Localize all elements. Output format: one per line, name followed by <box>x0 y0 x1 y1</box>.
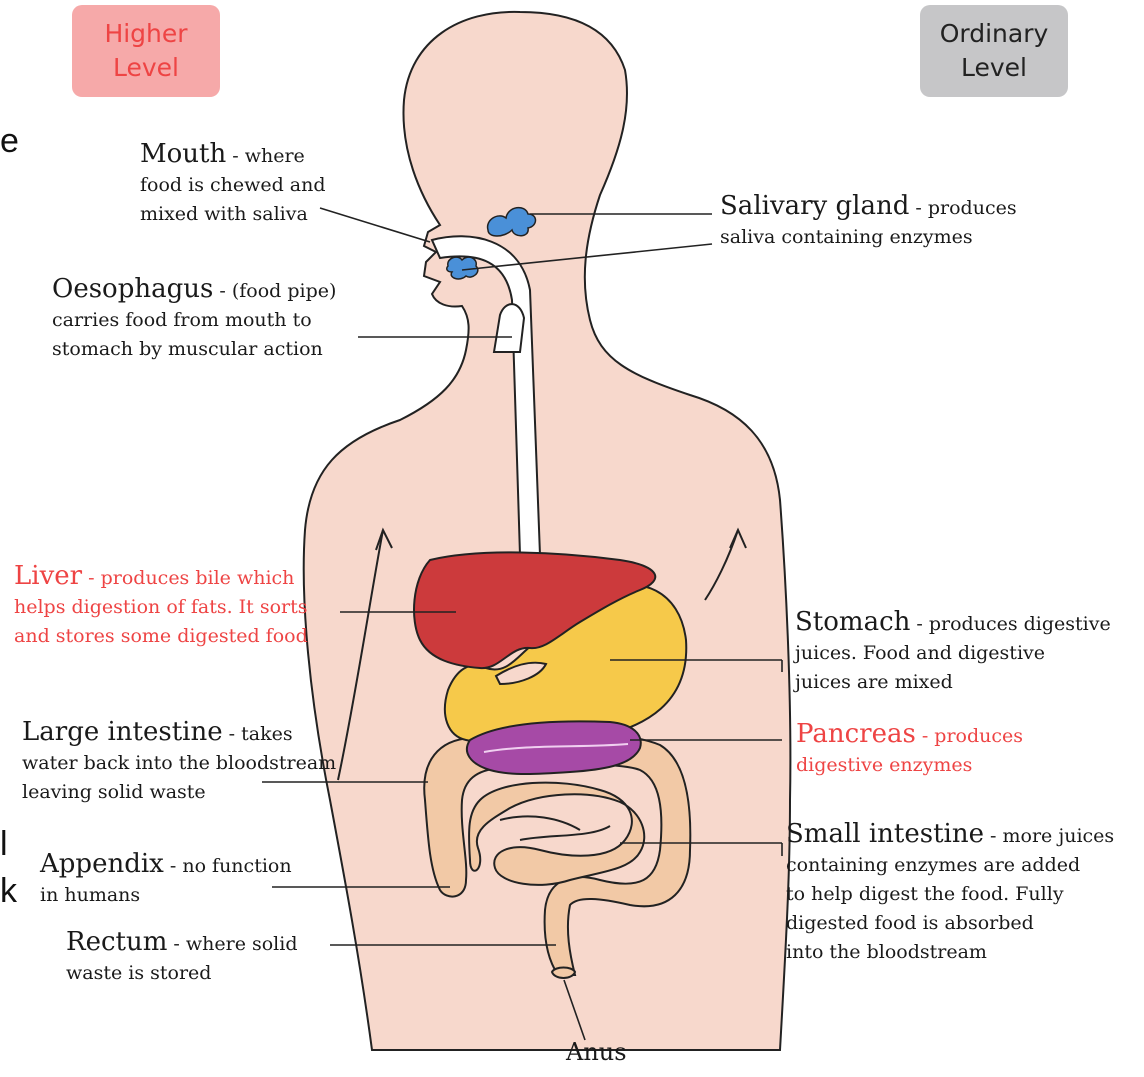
stomach-desc-3: juices are mixed <box>795 668 1111 697</box>
small-intestine-desc-3: to help digest the food. Fully <box>786 880 1114 909</box>
pancreas-desc-1: - produces <box>916 725 1023 747</box>
ordinary-level-line1: Ordinary <box>940 17 1049 51</box>
small-intestine-desc-5: into the bloodstream <box>786 938 1114 967</box>
higher-level-line1: Higher <box>104 17 187 51</box>
small-intestine-name: Small intestine <box>786 819 984 849</box>
higher-level-badge[interactable]: Higher Level <box>72 5 220 97</box>
large-intestine-desc-3: leaving solid waste <box>22 778 336 807</box>
cut-letter-1: e <box>0 122 19 161</box>
higher-level-line2: Level <box>113 51 179 85</box>
rectum-desc-2: waste is stored <box>66 959 298 988</box>
ordinary-level-line2: Level <box>961 51 1027 85</box>
ordinary-level-badge[interactable]: Ordinary Level <box>920 5 1068 97</box>
appendix-name: Appendix <box>40 849 164 879</box>
mouth-desc-3: mixed with saliva <box>140 200 326 229</box>
pancreas-desc-2: digestive enzymes <box>796 751 1023 780</box>
stomach-name: Stomach <box>795 607 910 637</box>
small-intestine-desc-4: digested food is absorbed <box>786 909 1114 938</box>
cut-letter-2: l <box>0 825 8 864</box>
oesophagus-label: Oesophagus - (food pipe) carries food fr… <box>52 275 336 364</box>
small-intestine-desc-1: - more juices <box>984 825 1114 847</box>
body-silhouette <box>304 12 791 1050</box>
salivary-gland-label: Salivary gland - produces saliva contain… <box>720 192 1017 252</box>
oesophagus-desc-2: carries food from mouth to <box>52 306 336 335</box>
appendix-desc-1: - no function <box>164 855 292 877</box>
stomach-desc-2: juices. Food and digestive <box>795 639 1111 668</box>
oesophagus-desc-3: stomach by muscular action <box>52 335 336 364</box>
rectum-name: Rectum <box>66 927 167 957</box>
small-intestine-label: Small intestine - more juices containing… <box>786 820 1114 967</box>
salivary-gland-desc-1: - produces <box>909 197 1016 219</box>
stomach-desc-1: - produces digestive <box>910 613 1110 635</box>
mouth-desc-2: food is chewed and <box>140 171 326 200</box>
appendix-label: Appendix - no function in humans <box>40 850 292 910</box>
rectum-label: Rectum - where solid waste is stored <box>66 928 298 988</box>
oesophagus-desc-1: - (food pipe) <box>213 280 336 302</box>
liver-desc-2: helps digestion of fats. It sorts <box>14 593 308 622</box>
anus-ring <box>552 968 575 979</box>
rectum-desc-1: - where solid <box>167 933 297 955</box>
liver-name: Liver <box>14 561 82 591</box>
salivary-gland-desc-2: saliva containing enzymes <box>720 223 1017 252</box>
appendix-desc-2: in humans <box>40 881 292 910</box>
mouth-desc-1: - where <box>226 145 305 167</box>
mouth-name: Mouth <box>140 139 226 169</box>
small-intestine-desc-2: containing enzymes are added <box>786 851 1114 880</box>
anus-name: Anus <box>566 1038 627 1066</box>
liver-desc-3: and stores some digested food <box>14 622 308 651</box>
salivary-gland-name: Salivary gland <box>720 191 909 221</box>
oesophagus-name: Oesophagus <box>52 274 213 304</box>
cut-letter-3: k <box>0 872 17 911</box>
large-intestine-name: Large intestine <box>22 717 223 747</box>
pancreas-label: Pancreas - produces digestive enzymes <box>796 720 1023 780</box>
large-intestine-desc-1: - takes <box>223 723 293 745</box>
pancreas-name: Pancreas <box>796 719 916 749</box>
mouth-label: Mouth - where food is chewed and mixed w… <box>140 140 326 229</box>
liver-label: Liver - produces bile which helps digest… <box>14 562 308 651</box>
mouth-leader <box>320 208 430 242</box>
large-intestine-label: Large intestine - takes water back into … <box>22 718 336 807</box>
anus-label: Anus <box>566 1038 627 1069</box>
liver-desc-1: - produces bile which <box>82 567 294 589</box>
stomach-label: Stomach - produces digestive juices. Foo… <box>795 608 1111 697</box>
large-intestine-desc-2: water back into the bloodstream <box>22 749 336 778</box>
